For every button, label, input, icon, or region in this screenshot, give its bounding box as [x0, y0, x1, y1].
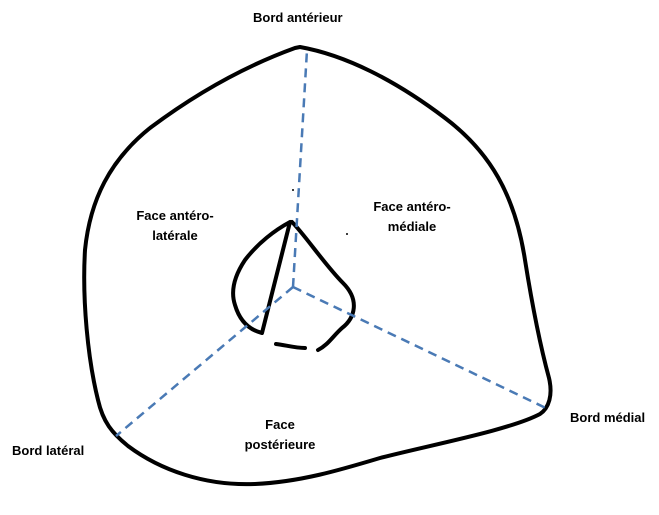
label-face-antero-mediale: Face antéro- médiale: [357, 197, 467, 237]
medullary-canal-outline: [231, 220, 356, 352]
label-face-posterieure-line2: postérieure: [244, 437, 316, 452]
label-face-antero-laterale: Face antéro- latérale: [120, 206, 230, 246]
label-face-posterieure-line1: Face: [265, 417, 295, 432]
outer-bone-outline: [82, 45, 553, 487]
label-face-posterieure: Face postérieure: [225, 415, 335, 455]
dashed-line-medial: [292, 285, 551, 412]
dashed-line-anterior: [291, 49, 309, 288]
label-face-antero-mediale-line1: Face antéro-: [373, 199, 451, 214]
label-face-antero-laterale-line2: latérale: [152, 228, 198, 243]
speck: [292, 189, 294, 191]
label-face-antero-mediale-line2: médiale: [387, 219, 437, 234]
speck: [346, 233, 348, 235]
label-bord-lateral: Bord latéral: [12, 443, 85, 458]
label-bord-medial: Bord médial: [570, 410, 646, 425]
label-bord-anterieur: Bord antérieur: [253, 10, 343, 25]
label-face-antero-laterale-line1: Face antéro-: [136, 208, 214, 223]
dashed-line-lateral: [115, 286, 294, 437]
